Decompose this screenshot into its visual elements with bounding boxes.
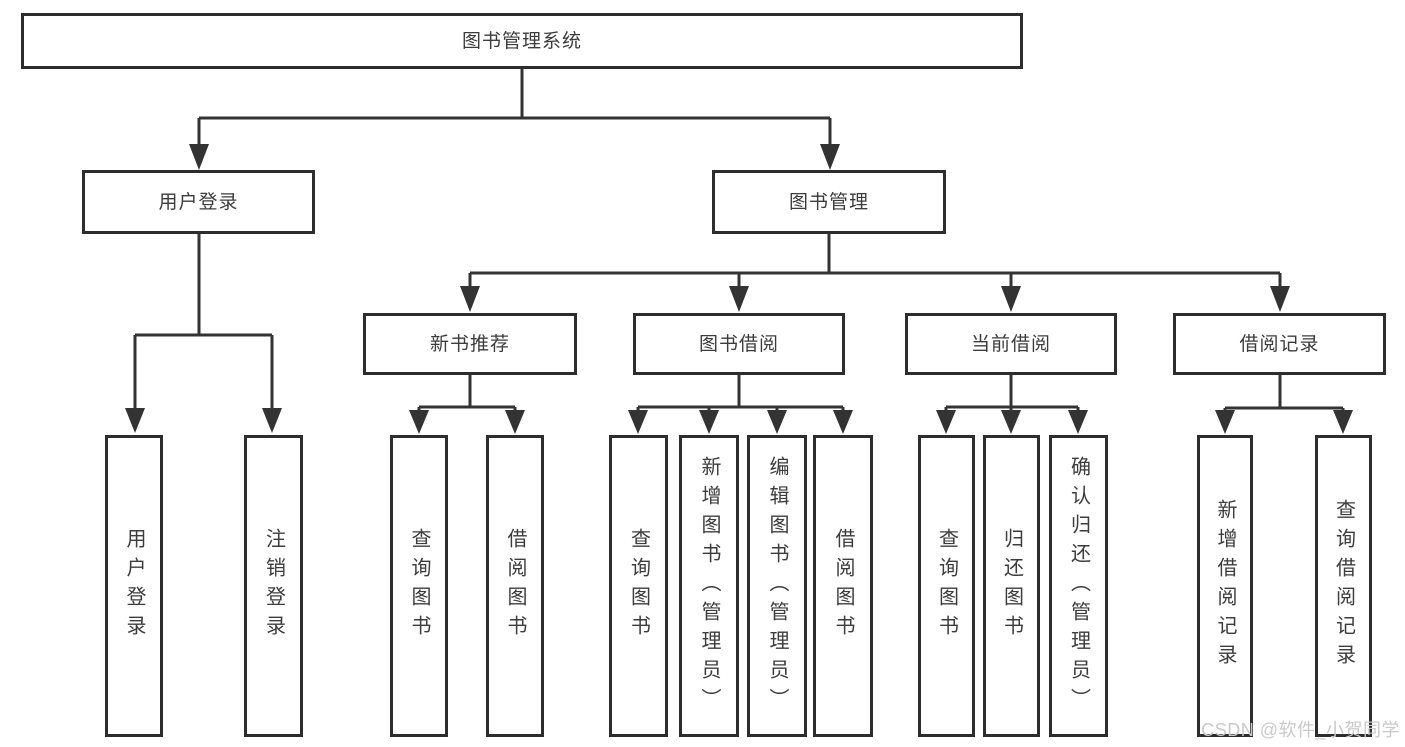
arrowhead bbox=[833, 410, 853, 434]
node-label: 图书管理系统 bbox=[461, 30, 582, 52]
leaf-add-books-admin: 新增图书（管理员） bbox=[679, 435, 739, 737]
leaf-query-books-current: 查询图书 bbox=[918, 435, 975, 737]
node-label: 新书推荐 bbox=[429, 333, 510, 355]
edge-root-to-level2 bbox=[197, 69, 832, 147]
node-label: 编辑图书（管理员） bbox=[766, 455, 788, 717]
node-label: 查询借阅记录 bbox=[1332, 499, 1355, 673]
leaf-confirm-return-admin: 确认归还（管理员） bbox=[1049, 435, 1108, 737]
arrowhead bbox=[189, 144, 209, 170]
node-label: 借阅图书 bbox=[504, 528, 526, 644]
leaf-borrow-books: 借阅图书 bbox=[813, 435, 873, 737]
arrowhead bbox=[1001, 286, 1021, 312]
node-new-book-recommendation: 新书推荐 bbox=[363, 313, 577, 375]
node-label: 归还图书 bbox=[1000, 528, 1023, 644]
node-label: 查询图书 bbox=[408, 528, 430, 644]
edge-records-to-leaves bbox=[1223, 375, 1345, 412]
arrowhead bbox=[820, 144, 840, 170]
arrowhead bbox=[699, 410, 719, 434]
arrowhead bbox=[262, 408, 282, 433]
edge-userlogin-to-leaves bbox=[133, 234, 274, 409]
node-library-system: 图书管理系统 bbox=[21, 13, 1023, 69]
node-label: 图书借阅 bbox=[698, 333, 779, 355]
arrowhead bbox=[460, 286, 480, 312]
arrowhead bbox=[1215, 410, 1235, 434]
leaf-user-login: 用户登录 bbox=[105, 435, 163, 737]
edge-borrow-to-leaves bbox=[636, 375, 845, 412]
node-book-management: 图书管理 bbox=[712, 170, 946, 234]
arrowhead bbox=[1333, 410, 1353, 434]
leaf-query-books-recommend: 查询图书 bbox=[390, 435, 448, 737]
arrowhead bbox=[767, 410, 787, 434]
node-borrowing-records: 借阅记录 bbox=[1173, 313, 1386, 375]
leaf-query-books-borrow: 查询图书 bbox=[609, 435, 668, 737]
node-label: 新增借阅记录 bbox=[1214, 499, 1236, 673]
edge-current-to-leaves bbox=[944, 375, 1080, 412]
arrowhead bbox=[125, 408, 145, 433]
arrowhead bbox=[409, 410, 429, 434]
node-label: 确认归还（管理员） bbox=[1067, 455, 1090, 717]
node-label: 查询图书 bbox=[935, 528, 958, 644]
arrowhead bbox=[1001, 410, 1021, 434]
leaf-add-borrow-record: 新增借阅记录 bbox=[1197, 435, 1253, 737]
leaf-return-books: 归还图书 bbox=[983, 435, 1040, 737]
node-current-borrowing: 当前借阅 bbox=[905, 313, 1117, 375]
arrowhead bbox=[505, 410, 525, 434]
arrowhead bbox=[1270, 286, 1290, 312]
arrowhead bbox=[1068, 410, 1088, 434]
leaf-logout: 注销登录 bbox=[244, 435, 303, 737]
arrowhead bbox=[936, 410, 956, 434]
arrowhead bbox=[729, 286, 749, 312]
leaf-edit-books-admin: 编辑图书（管理员） bbox=[747, 435, 807, 737]
edge-newbook-to-leaves bbox=[417, 375, 517, 412]
node-label: 用户登录 bbox=[123, 528, 145, 644]
node-label: 当前借阅 bbox=[970, 333, 1051, 355]
edge-bookmgmt-to-level3 bbox=[468, 234, 1282, 288]
csdn-watermark: CSDN @软件_小贺同学 bbox=[1201, 720, 1400, 740]
leaf-query-borrow-record: 查询借阅记录 bbox=[1315, 435, 1372, 737]
node-label: 图书管理 bbox=[788, 191, 869, 213]
node-label: 注销登录 bbox=[262, 528, 285, 644]
node-user-login: 用户登录 bbox=[82, 170, 315, 234]
node-label: 借阅图书 bbox=[832, 528, 854, 644]
node-label: 借阅记录 bbox=[1239, 333, 1320, 355]
node-label: 查询图书 bbox=[627, 528, 650, 644]
arrowhead bbox=[628, 410, 648, 434]
node-label: 新增图书（管理员） bbox=[698, 455, 720, 717]
node-label: 用户登录 bbox=[158, 191, 239, 213]
leaf-borrow-books-recommend: 借阅图书 bbox=[486, 435, 544, 737]
node-book-borrowing: 图书借阅 bbox=[633, 313, 845, 375]
